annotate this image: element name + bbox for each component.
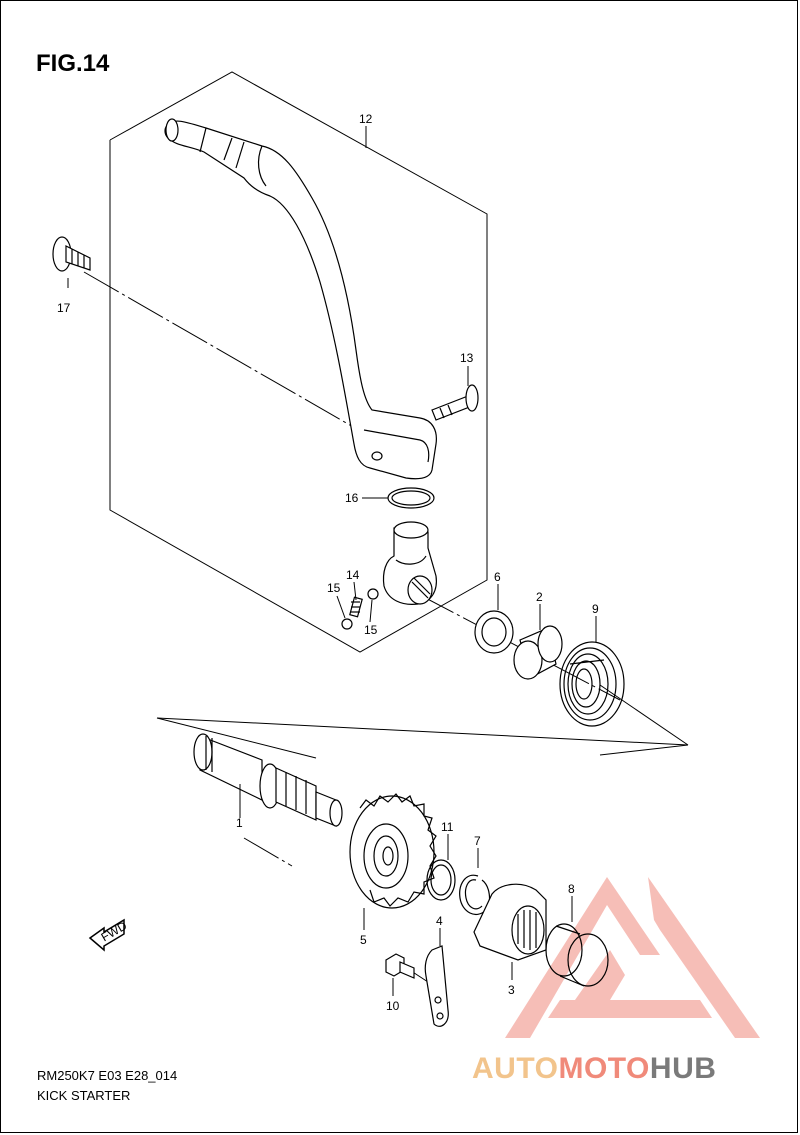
washer-11 [426, 859, 456, 901]
bolt-10 [385, 953, 415, 979]
spring-8 [545, 923, 609, 987]
callout-12: 12 [359, 112, 373, 126]
watermark-part-moto: MOTO [558, 1052, 650, 1085]
upper-assembly-outline [109, 71, 488, 653]
circlip-7 [459, 874, 491, 915]
kick-shaft-housing [382, 521, 437, 605]
bolt-17 [52, 236, 91, 272]
section-name: KICK STARTER [37, 1088, 131, 1103]
model-code: RM250K7 E03 E28_014 [37, 1068, 178, 1083]
callout-16: 16 [345, 491, 359, 505]
callout-4: 4 [436, 914, 443, 928]
kick-lever-12 [164, 118, 437, 480]
kick-gear-5 [349, 793, 437, 909]
callout-2: 2 [536, 590, 543, 604]
spring-14 [349, 596, 363, 618]
ball-15 [341, 588, 379, 630]
watermark-part-auto: AUTO [472, 1052, 559, 1085]
callout-15-left: 15 [327, 581, 341, 595]
guide-plate-4 [424, 945, 449, 1027]
callout-7: 7 [474, 834, 481, 848]
watermark-part-hub: HUB [649, 1052, 717, 1085]
callout-11: 11 [441, 820, 454, 834]
bolt-13 [431, 384, 479, 421]
fwd-arrow-icon [88, 918, 125, 952]
callout-5: 5 [360, 933, 367, 947]
watermark-text: AUTOMOTOHUB [472, 1052, 716, 1086]
leader-lines [67, 126, 597, 996]
callout-14: 14 [346, 568, 360, 582]
kick-shaft-1 [193, 733, 343, 827]
watermark-logo-icon [505, 877, 760, 1038]
callout-8: 8 [568, 882, 575, 896]
return-spring-9 [559, 641, 625, 727]
collar-6 [474, 610, 514, 654]
callout-9: 9 [592, 602, 599, 616]
callout-6: 6 [494, 570, 501, 584]
callout-10: 10 [386, 999, 400, 1013]
callout-15-right: 15 [364, 623, 378, 637]
o-ring-16 [387, 487, 435, 509]
callout-labels: 12 17 13 16 14 15 15 6 2 9 1 11 7 5 8 4 … [57, 112, 599, 1013]
figure-title: FIG.14 [36, 50, 110, 77]
kick-drive-gear-3 [473, 883, 547, 961]
callout-1: 1 [236, 816, 243, 830]
bushing-2 [513, 625, 563, 680]
lower-assembly-guides [156, 684, 689, 759]
callout-3: 3 [508, 983, 515, 997]
callout-17: 17 [57, 301, 71, 315]
callout-13: 13 [460, 351, 474, 365]
